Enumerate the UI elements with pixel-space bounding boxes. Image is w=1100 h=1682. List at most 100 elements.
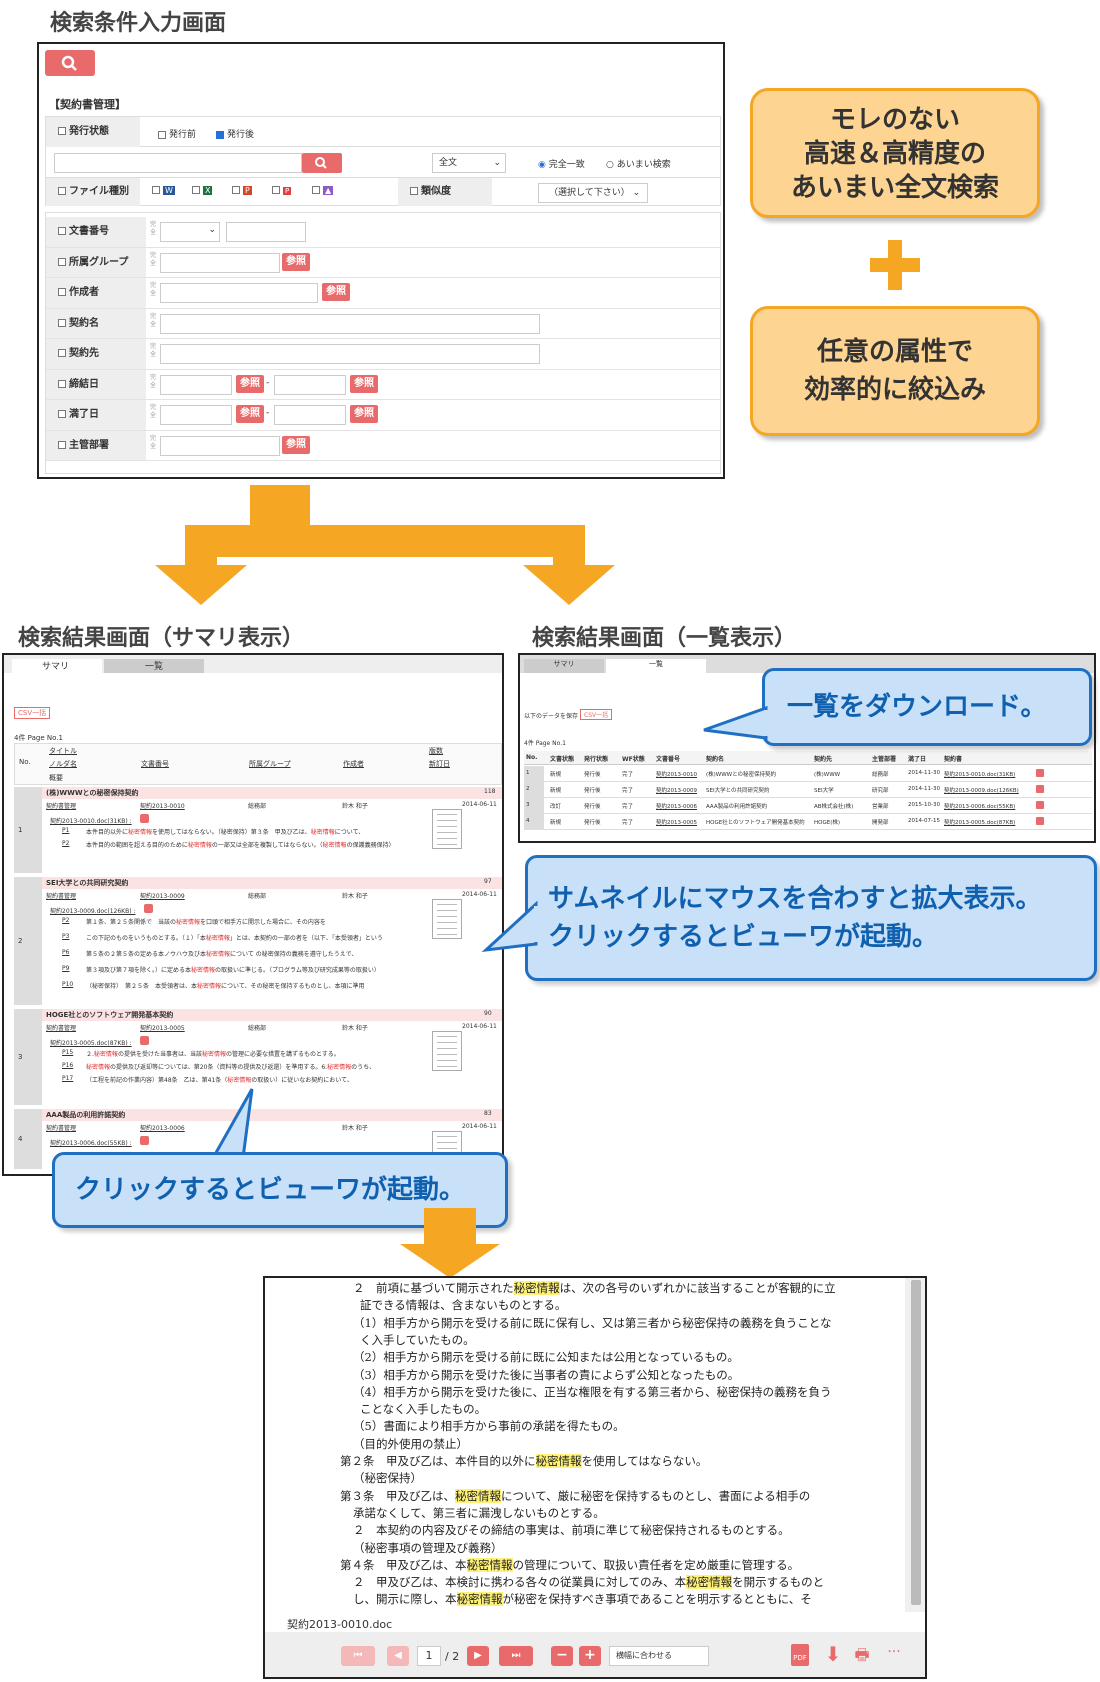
attr-input[interactable]	[160, 435, 280, 456]
col-size[interactable]: 版数	[429, 747, 443, 755]
result-docno[interactable]: 契約2013-0005	[140, 1025, 185, 1032]
hit-page-link[interactable]: P2	[62, 917, 70, 924]
pdf-icon[interactable]	[1036, 801, 1044, 809]
zoom-out-icon[interactable]: −	[551, 1646, 573, 1666]
list-col-header[interactable]: 主管部署	[872, 756, 897, 763]
pdf-icon[interactable]	[140, 1036, 150, 1045]
table-cell[interactable]: 契約2013-0006.doc(55KB)	[944, 804, 1016, 810]
attr-input[interactable]	[160, 313, 540, 334]
print-icon[interactable]: 🖶	[854, 1645, 870, 1664]
result-file-link[interactable]: 契約2013-0005.doc(87KB) :	[50, 1040, 132, 1047]
filetype-word-checkbox[interactable]: W	[152, 185, 175, 196]
tab-list[interactable]: 一覧	[606, 659, 706, 673]
attr-input[interactable]	[226, 222, 306, 242]
status-before-checkbox[interactable]: 発行前	[158, 127, 196, 140]
fulltext-search-button[interactable]	[302, 153, 342, 173]
result-title[interactable]: SEI大学との共同研究契約	[46, 879, 129, 887]
ref-button[interactable]: 参照	[350, 374, 378, 393]
result-title[interactable]: HOGE社とのソフトウェア開発基本契約	[46, 1011, 174, 1019]
fit-select[interactable]: 横幅に合わせる	[609, 1646, 709, 1666]
match-condition-icon[interactable]: 完全	[150, 404, 157, 419]
document-thumbnail[interactable]	[432, 899, 462, 939]
match-condition-icon[interactable]: 完全	[150, 282, 157, 297]
csv-button[interactable]: CSV一括	[14, 707, 51, 719]
hit-page-link[interactable]: P17	[62, 1075, 74, 1082]
match-condition-icon[interactable]: 完全	[150, 343, 157, 358]
table-cell[interactable]: 契約2013-0006	[656, 804, 697, 810]
result-category[interactable]: 契約書管理	[46, 893, 77, 900]
filetype-image-checkbox[interactable]: ▲	[312, 185, 334, 196]
table-cell[interactable]: 契約2013-0010.doc(31KB)	[944, 772, 1016, 778]
attr-input[interactable]	[160, 283, 318, 303]
filetype-ppt-checkbox[interactable]: P	[232, 185, 252, 196]
result-docno[interactable]: 契約2013-0010	[140, 803, 185, 810]
more-icon[interactable]: ···	[887, 1644, 901, 1660]
hit-page-link[interactable]: P9	[62, 965, 70, 972]
col-group[interactable]: 所属グループ	[249, 760, 291, 768]
hit-page-link[interactable]: P2	[62, 840, 70, 847]
ref-button[interactable]: 参照	[350, 405, 378, 423]
viewer-scrollbar[interactable]	[905, 1278, 925, 1612]
attr-select[interactable]: ⌄	[160, 222, 220, 242]
tab-list[interactable]: 一覧	[104, 659, 204, 673]
result-docno[interactable]: 契約2013-0006	[140, 1125, 185, 1132]
ref-button[interactable]: 参照	[236, 374, 264, 393]
result-file-link[interactable]: 契約2013-0010.doc(31KB) :	[50, 818, 132, 825]
next-page-icon[interactable]: ▶	[467, 1646, 489, 1666]
result-category[interactable]: 契約書管理	[46, 1025, 77, 1032]
filetype-pdf-checkbox[interactable]: P	[272, 185, 292, 196]
match-condition-icon[interactable]: 完全	[150, 434, 157, 450]
attr-input[interactable]	[274, 405, 346, 425]
list-col-header[interactable]: 契約書	[944, 756, 963, 763]
hit-page-link[interactable]: P1	[62, 827, 70, 834]
attr-input[interactable]	[160, 374, 232, 395]
ref-button[interactable]: 参照	[322, 283, 350, 301]
list-col-header[interactable]: 発行状態	[584, 756, 609, 763]
list-col-header[interactable]: 契約名	[706, 756, 725, 763]
document-thumbnail[interactable]	[432, 1031, 462, 1071]
status-after-checkbox[interactable]: 発行後	[216, 127, 254, 140]
list-col-header[interactable]: WF状態	[622, 756, 645, 763]
attr-input[interactable]	[274, 374, 346, 395]
fulltext-scope-select[interactable]: 全文⌄	[432, 153, 506, 173]
table-cell[interactable]: 契約2013-0010	[656, 772, 697, 778]
table-cell[interactable]: 契約2013-0009	[656, 788, 697, 794]
similarity-select[interactable]: （選択して下さい） ⌄	[538, 183, 648, 203]
pdf-icon[interactable]	[1036, 817, 1044, 825]
col-folder[interactable]: ノルダ名	[49, 760, 77, 768]
match-condition-icon[interactable]: 完全	[150, 373, 157, 389]
last-page-icon[interactable]: ⏭	[499, 1646, 533, 1666]
search-toggle-button[interactable]	[45, 50, 95, 76]
attr-input[interactable]	[160, 405, 232, 425]
result-docno[interactable]: 契約2013-0009	[140, 893, 185, 900]
fulltext-input[interactable]	[54, 153, 302, 173]
result-file-link[interactable]: 契約2013-0006.doc(55KB) :	[50, 1140, 132, 1147]
zoom-in-icon[interactable]: +	[579, 1646, 601, 1666]
list-col-header[interactable]: 契約先	[814, 756, 833, 763]
col-author[interactable]: 作成者	[343, 760, 364, 768]
hit-page-link[interactable]: P6	[62, 949, 70, 956]
match-condition-icon[interactable]: 完全	[150, 221, 157, 236]
result-title[interactable]: (株)WWWとの秘密保持契約	[46, 789, 139, 797]
pdf-icon[interactable]	[1036, 785, 1044, 793]
col-updated[interactable]: 新訂日	[429, 760, 450, 768]
hit-page-link[interactable]: P10	[62, 981, 74, 988]
download-icon[interactable]: ⬇	[824, 1642, 842, 1666]
match-condition-icon[interactable]: 完全	[150, 312, 157, 328]
result-file-link[interactable]: 契約2013-0009.doc(126KB) :	[50, 908, 136, 915]
tab-summary[interactable]: サマリ	[524, 659, 604, 673]
col-title[interactable]: タイトル	[49, 747, 77, 755]
ref-button[interactable]: 参照	[236, 405, 264, 423]
attr-input[interactable]	[160, 344, 540, 364]
list-col-header[interactable]: 文書番号	[656, 756, 681, 763]
prev-page-icon[interactable]: ◀	[387, 1646, 409, 1666]
pdf-icon[interactable]	[140, 1136, 150, 1145]
match-exact-radio[interactable]: ◉ 完全一致	[538, 160, 585, 170]
ref-button[interactable]: 参照	[282, 252, 310, 271]
match-condition-icon[interactable]: 完全	[150, 251, 157, 267]
attr-input[interactable]	[160, 252, 280, 273]
csv-button[interactable]: CSV一括	[580, 709, 613, 720]
col-docno[interactable]: 文書番号	[141, 760, 169, 768]
ref-button[interactable]: 参照	[282, 435, 310, 454]
result-category[interactable]: 契約書管理	[46, 803, 77, 810]
